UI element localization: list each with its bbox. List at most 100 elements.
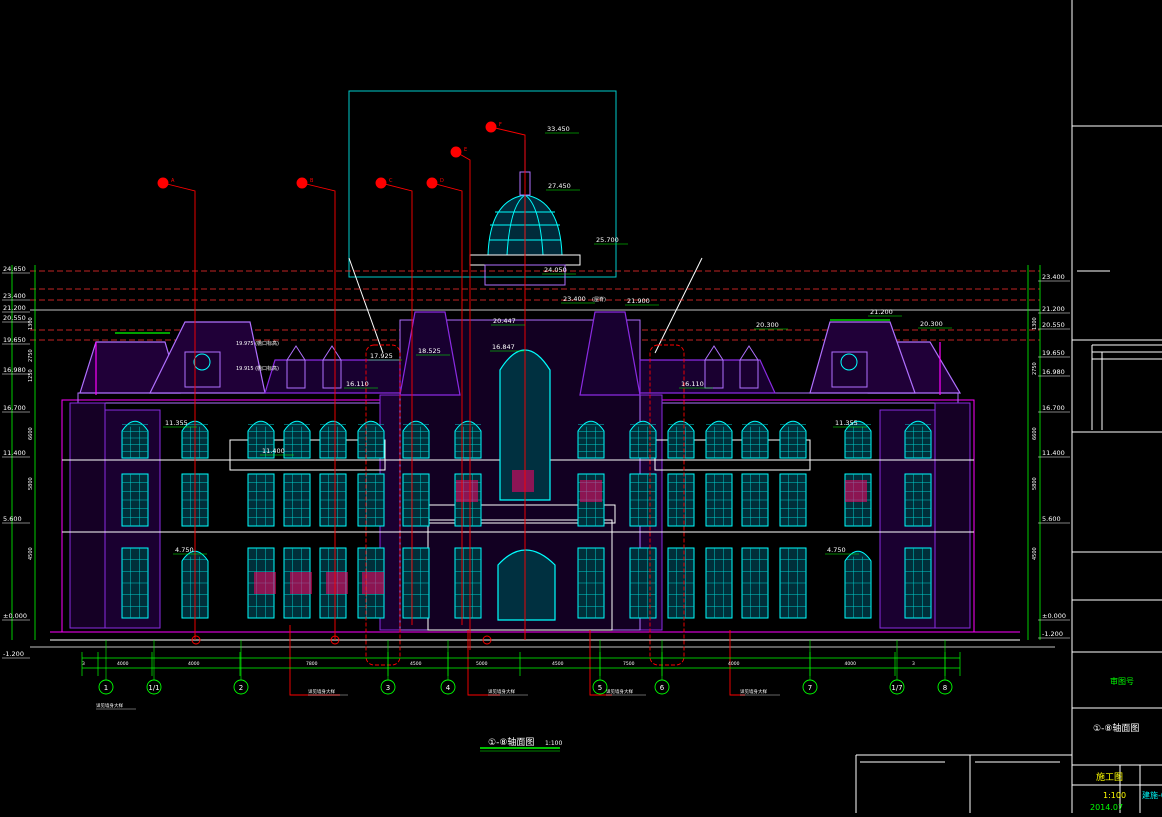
window bbox=[319, 420, 347, 459]
leader-end bbox=[330, 635, 340, 645]
elev-label: 19.650 bbox=[3, 336, 26, 344]
dim-label: 5000 bbox=[476, 661, 488, 667]
window bbox=[402, 473, 430, 527]
elev-label: 33.450 bbox=[547, 125, 570, 133]
tb-stamp: 审图号 bbox=[1110, 676, 1134, 686]
elev-label: 19.650 bbox=[1042, 349, 1065, 357]
vdim-label: 6600 bbox=[1032, 427, 1038, 440]
dim-label: 4500 bbox=[410, 661, 422, 667]
elev-label: 11.400 bbox=[262, 447, 285, 455]
tb-drawing-no: 建施-0 bbox=[1142, 790, 1162, 800]
window bbox=[629, 420, 657, 459]
callout-label: F bbox=[499, 122, 502, 128]
dimension-lines bbox=[11, 265, 1041, 669]
window bbox=[283, 420, 311, 459]
window bbox=[705, 473, 733, 527]
elev-label: 16.110 bbox=[681, 380, 704, 388]
elev-label: 21.900 bbox=[627, 297, 650, 305]
elev-label: 16.110 bbox=[346, 380, 369, 388]
callout-label: E bbox=[464, 147, 467, 153]
window bbox=[357, 420, 385, 459]
vdim-label: 1300 bbox=[28, 317, 34, 330]
elev-label: -1.200 bbox=[1042, 630, 1063, 638]
vdim-label: 4500 bbox=[1032, 547, 1038, 560]
axis-bubble bbox=[654, 679, 670, 695]
elev-label: 25.700 bbox=[596, 236, 619, 244]
window bbox=[741, 420, 769, 459]
elev-label: 23.400 bbox=[1042, 273, 1065, 281]
elevation-labels-right: 23.40021.20020.55019.65016.98016.70011.4… bbox=[1038, 273, 1070, 639]
title-block bbox=[855, 0, 1162, 813]
axis-bubble bbox=[440, 679, 456, 695]
vdim-label: 4500 bbox=[28, 547, 34, 560]
elev-label: 21.200 bbox=[1042, 305, 1065, 313]
elev-label: 11.355 bbox=[165, 419, 188, 427]
window-tint bbox=[326, 572, 348, 594]
axis-label: 8 bbox=[943, 684, 947, 692]
elev-label: 24.650 bbox=[3, 265, 26, 273]
leader-end bbox=[482, 635, 492, 645]
drawing-scale: 1:100 bbox=[545, 740, 562, 747]
window bbox=[844, 420, 872, 459]
elev-label: -1.200 bbox=[3, 650, 24, 658]
window bbox=[844, 550, 872, 619]
axis-bubble bbox=[937, 679, 953, 695]
window-tint bbox=[290, 572, 312, 594]
roof-outline-left bbox=[348, 257, 384, 354]
note-label: 详见墙身大样 bbox=[740, 688, 767, 695]
axis-label: 3 bbox=[386, 684, 390, 692]
axis-bubble bbox=[233, 679, 249, 695]
window bbox=[402, 420, 430, 459]
note-label: 详见墙身大样 bbox=[96, 702, 123, 709]
tb-date: 2014.07 bbox=[1090, 803, 1123, 812]
axis-label: 1 bbox=[104, 684, 108, 692]
axis-label: 6 bbox=[660, 684, 665, 692]
window-tint bbox=[512, 470, 534, 492]
elevation-labels-left: 24.65023.40021.20020.55019.65016.98016.7… bbox=[2, 265, 30, 659]
break-line-right bbox=[649, 344, 685, 666]
title-block-text: 施工图 1:100 2014.07 建施-0 审图号 ①-⑧轴面图 bbox=[1090, 676, 1162, 812]
note-label: 详见墙身大样 bbox=[606, 688, 633, 695]
vdim-label: 2750 bbox=[1032, 362, 1038, 375]
window-tint bbox=[580, 480, 602, 502]
window bbox=[357, 473, 385, 527]
elev-label: 21.200 bbox=[870, 308, 893, 316]
elev-label: 16.847 bbox=[492, 343, 515, 351]
elev-label: 11.400 bbox=[3, 449, 26, 457]
window bbox=[121, 547, 149, 619]
elev-label: 4.750 bbox=[175, 546, 194, 554]
elev-label: 5.600 bbox=[1042, 515, 1061, 523]
windows-layer bbox=[121, 420, 932, 619]
window-tint bbox=[254, 572, 276, 594]
dim-label: 4000 bbox=[728, 661, 740, 667]
vdim-label: 5800 bbox=[1032, 477, 1038, 490]
dim-label: 4000 bbox=[117, 661, 129, 667]
elev-label: ±0.000 bbox=[3, 612, 27, 620]
dim-label: 7800 bbox=[306, 661, 318, 667]
elev-label: 20.300 bbox=[756, 321, 779, 329]
window bbox=[779, 473, 807, 527]
drawing-title: ①-⑧轴面图 1:100 bbox=[480, 736, 562, 752]
axis-label: 4 bbox=[446, 684, 451, 692]
axis-label: 7 bbox=[808, 684, 812, 692]
elev-label: 11.400 bbox=[1042, 449, 1065, 457]
elev-label: 27.450 bbox=[548, 182, 571, 190]
elev-label: 18.525 bbox=[418, 347, 441, 355]
elev-label: 16.700 bbox=[1042, 404, 1065, 412]
window bbox=[741, 547, 769, 619]
window bbox=[705, 420, 733, 459]
callout-leader: D bbox=[426, 177, 463, 625]
callout-label: A bbox=[171, 178, 175, 184]
callout-leader: F bbox=[485, 121, 526, 640]
callout-label: D bbox=[440, 178, 444, 184]
window bbox=[454, 547, 482, 619]
roof-outline-right bbox=[654, 257, 703, 354]
elev-label: 17.925 bbox=[370, 352, 393, 360]
elev-label: 16.980 bbox=[3, 366, 26, 374]
axis-bubble bbox=[98, 679, 114, 695]
dormers bbox=[184, 345, 868, 389]
window bbox=[779, 547, 807, 619]
